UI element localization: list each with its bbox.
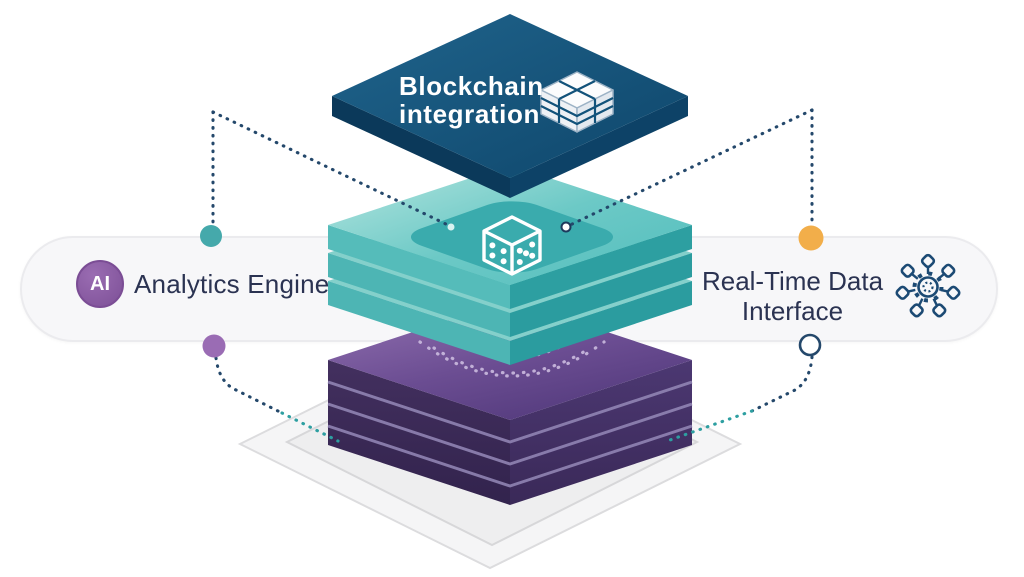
analytics-layer-stack (328, 165, 692, 365)
connector-bottom-right-navy (750, 355, 814, 413)
gear-network-icon (895, 253, 961, 318)
connector-endpoints (200, 221, 824, 358)
connector-lines (211, 108, 814, 443)
block-grid-icon (540, 71, 614, 133)
ai-badge: AI (76, 260, 124, 308)
dice-cube-icon (482, 215, 542, 276)
orange-dot (798, 225, 824, 251)
connector-bottom-left-teal (280, 411, 340, 443)
rt-label-line2: Interface (741, 296, 844, 326)
small-circle-endpoint (560, 221, 572, 233)
realtime-data-interface-label: Real-Time Data Interface (690, 266, 895, 326)
connector-right-diagonal (566, 108, 814, 228)
small-teal-endpoint (447, 223, 455, 231)
blockchain-layer-slab (332, 14, 688, 198)
analytics-engine-label: Analytics Engine (134, 269, 330, 299)
data-speckles (418, 336, 606, 378)
blockchain-label-line1: Blockchain (399, 71, 544, 101)
connector-bottom-left-navy (214, 356, 284, 415)
open-circle-dot (798, 333, 822, 357)
analytics-inset-pad (410, 201, 614, 273)
ai-badge-label: AI (90, 272, 110, 295)
data-layer-grooves (327, 380, 693, 488)
connector-bottom-right-teal (668, 409, 754, 442)
blockchain-layer-label: Blockchain integration (399, 72, 629, 128)
blockchain-label-line2: integration (399, 99, 540, 129)
purple-dot (202, 334, 226, 358)
teal-dot (200, 225, 222, 247)
rt-label-line1: Real-Time Data (701, 266, 884, 296)
connector-left-diagonal (211, 110, 452, 228)
